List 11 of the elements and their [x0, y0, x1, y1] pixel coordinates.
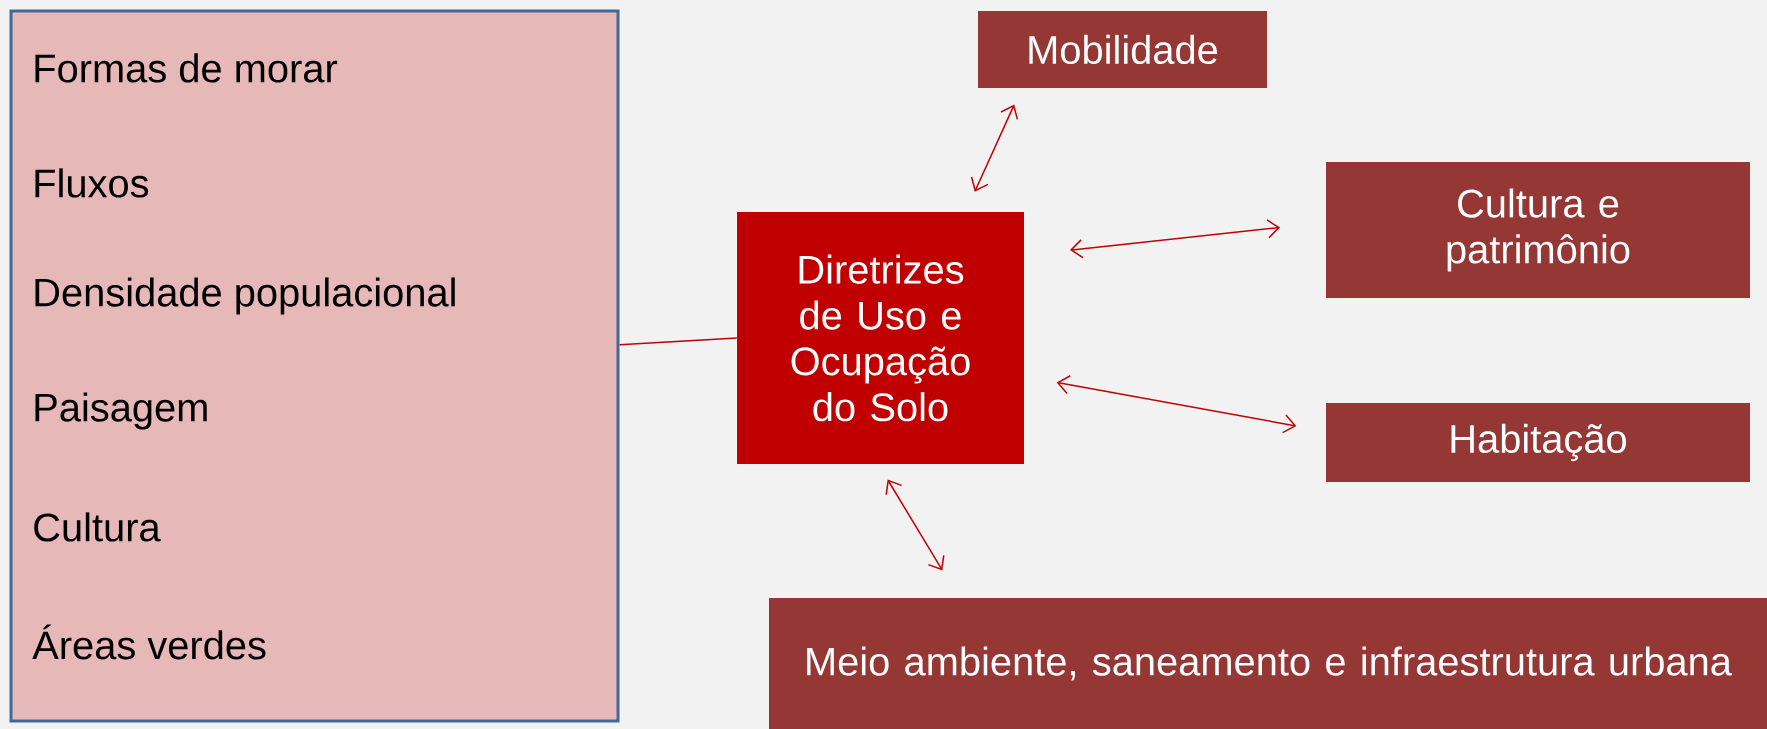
arrow	[885, 479, 945, 571]
topic-box: Diretrizes de Uso e Ocupação do Solo	[737, 212, 1024, 464]
arrow	[1056, 375, 1297, 434]
topic-box: Meio ambiente, saneamento e infraestrutura urbana	[769, 598, 1767, 729]
arrow	[970, 104, 1019, 192]
arrow	[1069, 219, 1281, 259]
connector-line	[618, 337, 738, 346]
topic-box: Cultura e patrimônio	[1326, 162, 1750, 298]
topic-box: Habitação	[1326, 403, 1750, 482]
list-box: Formas de morar Fluxos Densidade populacional Paisagem Cultura Áreas verdes	[9, 9, 620, 723]
topic-box: Mobilidade	[978, 11, 1267, 88]
